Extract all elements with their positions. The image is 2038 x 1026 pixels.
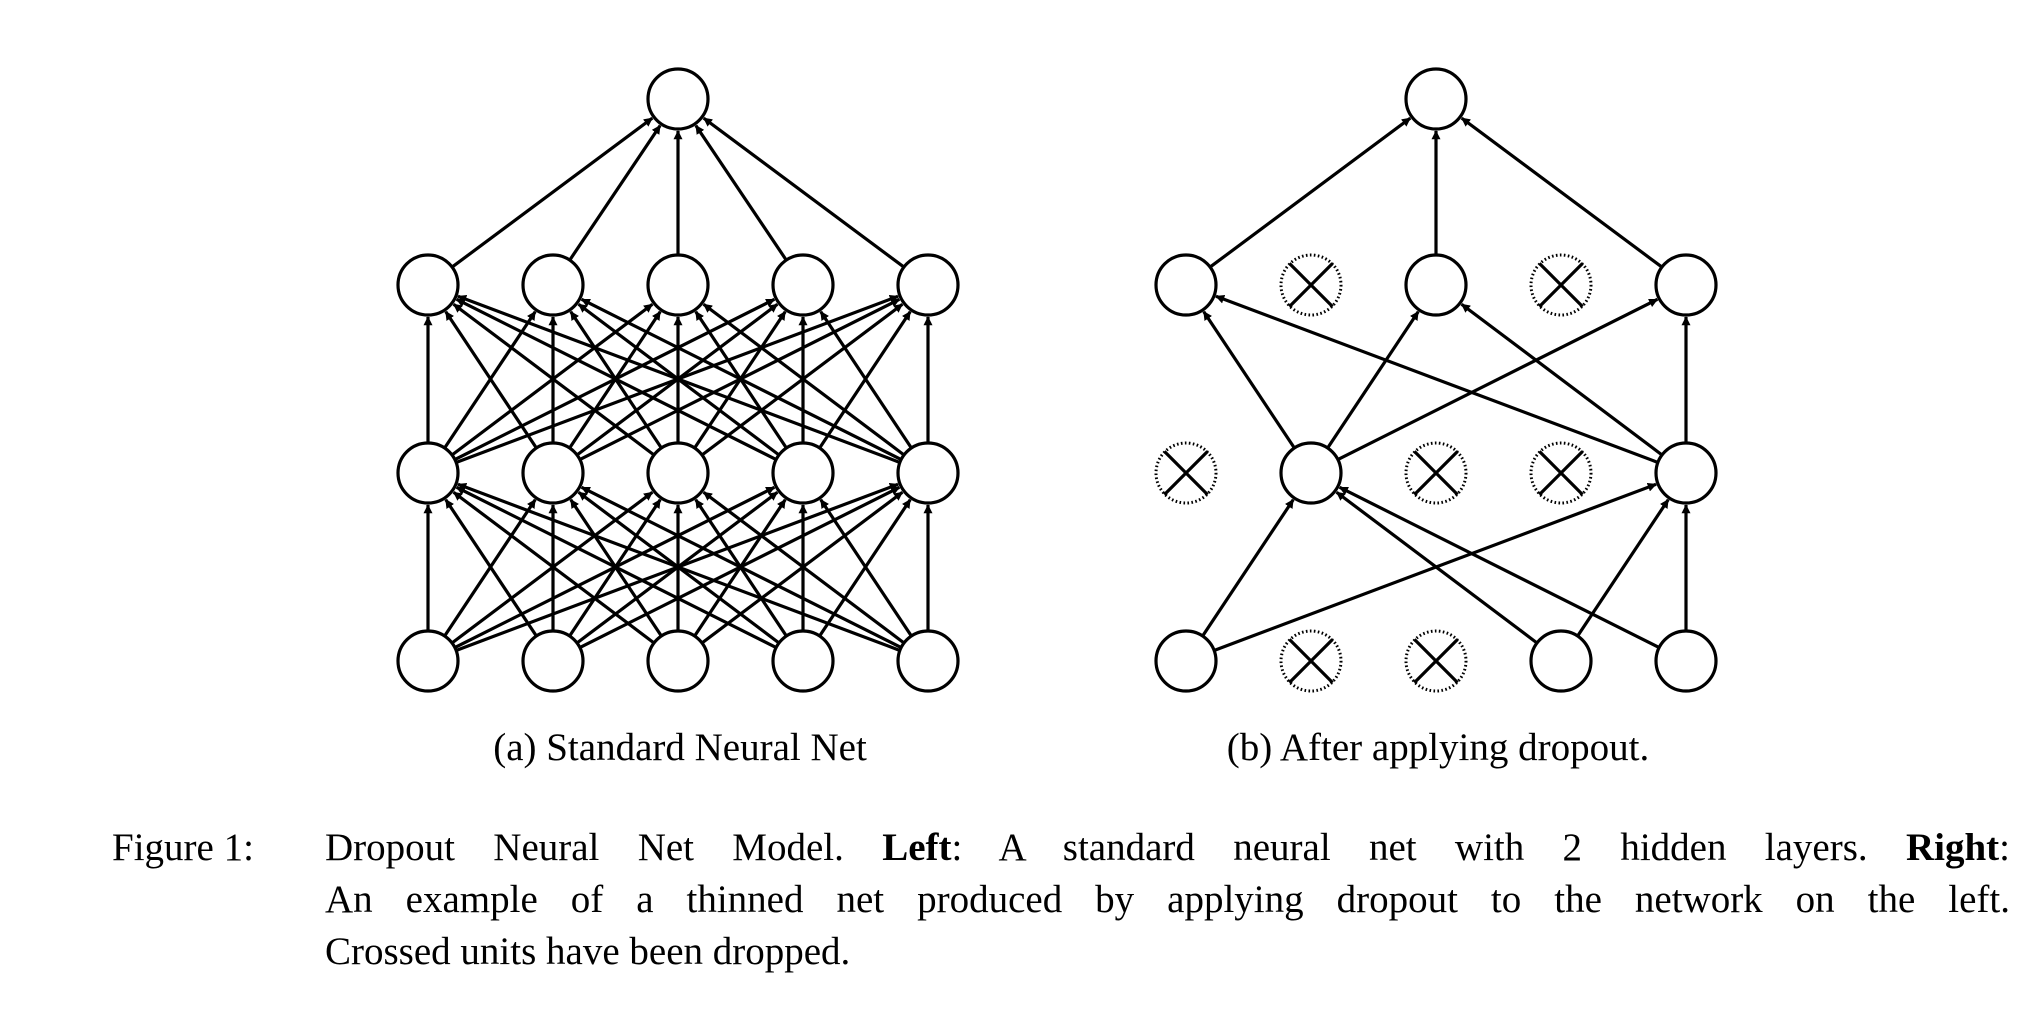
caption-text-1b: : A standard neural net with 2 hidden la… xyxy=(951,826,1906,869)
panel-b-label: (b) After applying dropout. xyxy=(1227,726,1649,769)
caption-body: Dropout Neural Net Model. Left: A standa… xyxy=(325,822,2010,978)
nodes-standard-net xyxy=(396,67,960,693)
hidden2-unit xyxy=(896,253,960,317)
connection-arrow xyxy=(455,297,777,461)
connection-arrow xyxy=(1460,116,1663,269)
input-unit xyxy=(1654,629,1718,693)
dropped-unit-icon xyxy=(1529,253,1593,317)
connection-arrow xyxy=(580,485,902,649)
input-unit xyxy=(646,629,710,693)
panel-standard-neural-net: (a) Standard Neural Net xyxy=(396,67,960,769)
caption-line-2: An example of a thinned net produced by … xyxy=(325,878,2010,921)
connection-arrow xyxy=(1201,498,1295,637)
hidden2-unit xyxy=(646,253,710,317)
connection-arrow xyxy=(1209,116,1412,269)
connection-arrow xyxy=(444,498,538,637)
input-unit xyxy=(1529,629,1593,693)
input-unit xyxy=(521,629,585,693)
connection-arrow xyxy=(568,124,662,261)
cross-stroke xyxy=(1413,450,1459,496)
dropped-unit-icon xyxy=(1154,441,1218,505)
input-unit xyxy=(771,629,835,693)
input-unit xyxy=(396,629,460,693)
dropped-unit-icon xyxy=(1529,441,1593,505)
cross-stroke xyxy=(1163,450,1209,496)
connection-arrow xyxy=(580,297,902,461)
connection-arrow xyxy=(444,310,538,449)
panel-after-dropout: (b) After applying dropout. xyxy=(1154,67,1718,769)
figure-number: Figure 1: xyxy=(112,826,254,869)
connection-arrow xyxy=(1326,310,1420,449)
connection-arrow xyxy=(457,482,901,652)
cross-stroke xyxy=(1288,638,1334,684)
cross-stroke xyxy=(1538,262,1584,308)
connection-arrow xyxy=(819,310,913,449)
connection-arrow xyxy=(702,490,905,645)
connection-arrow xyxy=(1460,302,1663,457)
hidden1-unit xyxy=(396,441,460,505)
hidden1-unit xyxy=(1654,441,1718,505)
output-unit xyxy=(646,67,710,131)
output-unit xyxy=(1404,67,1468,131)
caption-text-1c: : xyxy=(1999,826,2010,869)
connection-arrow xyxy=(1576,498,1670,637)
hidden1-unit xyxy=(646,441,710,505)
connection-arrow xyxy=(1337,297,1659,461)
nodes-thinned-net xyxy=(1154,67,1718,693)
input-unit xyxy=(896,629,960,693)
hidden2-unit xyxy=(1154,253,1218,317)
hidden1-unit xyxy=(1279,441,1343,505)
panel-a-label: (a) Standard Neural Net xyxy=(493,726,867,769)
connection-arrow xyxy=(702,302,905,457)
dropped-unit-icon xyxy=(1279,253,1343,317)
dropout-figure: (a) Standard Neural Net (b) After applyi… xyxy=(396,67,1718,769)
connection-arrow xyxy=(1215,294,1659,464)
hidden1-unit xyxy=(896,441,960,505)
connection-arrow xyxy=(457,294,901,464)
hidden2-unit xyxy=(1654,253,1718,317)
connection-arrow xyxy=(452,490,655,645)
hidden2-unit xyxy=(1404,253,1468,317)
connection-arrow xyxy=(1338,485,1660,649)
figure-caption: Figure 1: Dropout Neural Net Model. Left… xyxy=(112,822,2012,978)
cross-stroke xyxy=(1288,262,1334,308)
connection-arrow xyxy=(452,302,655,457)
hidden2-unit xyxy=(521,253,585,317)
connection-arrow xyxy=(702,116,905,269)
edges-standard-net xyxy=(423,116,933,652)
hidden1-unit xyxy=(771,441,835,505)
cross-stroke xyxy=(1538,450,1584,496)
caption-text-1a: Dropout Neural Net Model. xyxy=(325,826,883,869)
dropped-unit-icon xyxy=(1404,441,1468,505)
caption-right-bold: Right xyxy=(1905,826,2000,869)
caption-left-bold: Left xyxy=(882,826,952,869)
caption-line-1: Dropout Neural Net Model. Left: A standa… xyxy=(325,822,2010,874)
input-unit xyxy=(1154,629,1218,693)
dropped-unit-icon xyxy=(1279,629,1343,693)
edges-thinned-net xyxy=(1201,116,1691,652)
connection-arrow xyxy=(455,485,777,649)
cross-stroke xyxy=(1413,638,1459,684)
dropped-unit-icon xyxy=(1404,629,1468,693)
connection-arrow xyxy=(451,116,654,269)
connection-arrow xyxy=(1335,490,1538,645)
connection-arrow xyxy=(694,124,788,261)
hidden2-unit xyxy=(396,253,460,317)
caption-line-3: Crossed units have been dropped. xyxy=(325,930,851,973)
connection-arrow xyxy=(1202,310,1296,449)
hidden1-unit xyxy=(521,441,585,505)
connection-arrow xyxy=(819,498,913,637)
hidden2-unit xyxy=(771,253,835,317)
